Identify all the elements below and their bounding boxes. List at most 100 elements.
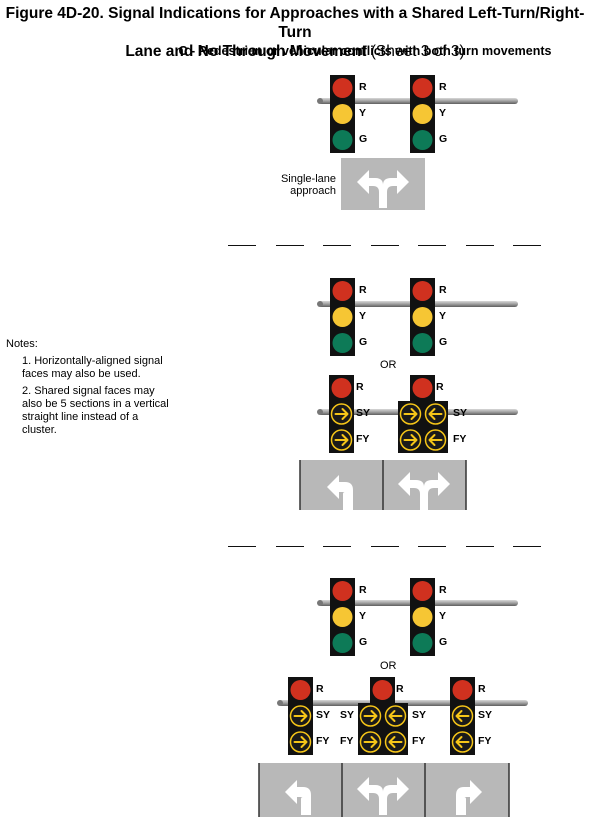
label-r: R	[439, 81, 447, 93]
mast-arm-end	[317, 600, 323, 606]
label-y: Y	[359, 310, 367, 322]
separator-dash	[228, 245, 256, 246]
label-r: R	[359, 81, 367, 93]
separator-dash	[275, 245, 304, 246]
note-2: 2. Shared signal faces may also be 5 sec…	[22, 385, 169, 436]
label-fy: FY	[478, 735, 492, 747]
label-y: Y	[359, 610, 367, 622]
title-line-1: Figure 4D-20. Signal Indications for App…	[5, 5, 585, 41]
label-r: R	[356, 381, 364, 393]
single-lane-label: Single-lane approach	[280, 173, 336, 197]
label-y: Y	[439, 107, 447, 119]
red-lens	[331, 378, 352, 398]
left-turn-arrow-icon	[285, 780, 311, 815]
title-sheet: (Sheet 3 of 3)	[370, 43, 465, 60]
yellow-lens	[412, 104, 433, 124]
label-r: R	[478, 683, 486, 695]
right-arrow-icon	[428, 408, 443, 420]
label-fy: FY	[356, 433, 370, 445]
red-lens	[452, 680, 473, 700]
label-sy: SY	[356, 407, 371, 419]
label-g: G	[439, 336, 448, 348]
separator-dash	[370, 546, 399, 547]
label-g: G	[439, 133, 448, 145]
figure-subtitle: C - Pedestrian or vehicular conflicts wi…	[178, 44, 552, 58]
right-turn-arrow-icon	[456, 780, 482, 815]
label-fy: FY	[340, 735, 354, 747]
note-1: 1. Horizontally-aligned signal faces may…	[22, 355, 163, 380]
label-r: R	[316, 683, 324, 695]
red-lens	[412, 78, 433, 98]
green-lens	[412, 130, 433, 150]
label-r: R	[439, 584, 447, 596]
yellow-lens	[332, 307, 353, 327]
left-arrow-icon	[363, 710, 378, 722]
right-arrow-icon	[388, 710, 403, 722]
red-lens	[412, 281, 433, 301]
red-lens	[372, 680, 393, 700]
red-lens	[290, 680, 311, 700]
label-y: Y	[359, 107, 367, 119]
label-g: G	[359, 636, 368, 648]
label-sy: SY	[340, 709, 355, 721]
right-arrow-icon	[388, 736, 403, 748]
left-arrow-icon	[293, 736, 308, 748]
red-lens	[412, 378, 433, 398]
yellow-lens	[332, 104, 353, 124]
label-fy: FY	[316, 735, 330, 747]
title-line-2: Lane and No Through Movement	[125, 43, 367, 60]
separator-dash	[228, 546, 256, 547]
left-arrow-icon	[403, 434, 418, 446]
right-arrow-icon	[428, 434, 443, 446]
separator-dash	[418, 245, 446, 246]
left-right-arrow-icon	[398, 472, 450, 510]
label-sy: SY	[412, 709, 427, 721]
mast-arm-end	[277, 700, 283, 706]
left-right-arrow-icon	[357, 777, 409, 815]
label-sy: SY	[478, 709, 493, 721]
red-lens	[332, 78, 353, 98]
green-lens	[412, 333, 433, 353]
label-r: R	[359, 284, 367, 296]
green-lens	[332, 333, 353, 353]
label-sy: SY	[453, 407, 468, 419]
mast-arm-end	[317, 409, 323, 415]
label-sy: SY	[316, 709, 331, 721]
right-arrow-icon	[455, 710, 470, 722]
notes-block: Notes: 1. Horizontally-aligned signal fa…	[6, 338, 176, 441]
mast-arm-end	[317, 98, 323, 104]
label-y: Y	[439, 310, 447, 322]
yellow-lens	[412, 307, 433, 327]
yellow-lens	[412, 607, 433, 627]
separator-dash	[418, 546, 446, 547]
label-r: R	[359, 584, 367, 596]
green-lens	[332, 633, 353, 653]
left-turn-arrow-icon	[327, 475, 353, 510]
left-right-arrow-icon	[357, 170, 409, 208]
separator-dash	[323, 546, 351, 547]
or-label: OR	[380, 660, 397, 672]
red-lens	[332, 281, 353, 301]
label-r: R	[439, 284, 447, 296]
separator-dash	[465, 245, 494, 246]
separator-dash	[370, 245, 399, 246]
separator-dash	[513, 546, 541, 547]
left-arrow-icon	[334, 434, 349, 446]
label-y: Y	[439, 610, 447, 622]
right-arrow-icon	[455, 736, 470, 748]
left-arrow-icon	[334, 408, 349, 420]
label-fy: FY	[412, 735, 426, 747]
separator-dash	[275, 546, 304, 547]
label-g: G	[359, 336, 368, 348]
green-lens	[412, 633, 433, 653]
yellow-lens	[332, 607, 353, 627]
label-g: G	[439, 636, 448, 648]
label-r: R	[436, 381, 444, 393]
left-arrow-icon	[293, 710, 308, 722]
label-fy: FY	[453, 433, 467, 445]
red-lens	[412, 581, 433, 601]
label-g: G	[359, 133, 368, 145]
separator-dash	[323, 245, 351, 246]
notes-heading: Notes:	[6, 338, 38, 350]
mast-arm-end	[317, 301, 323, 307]
